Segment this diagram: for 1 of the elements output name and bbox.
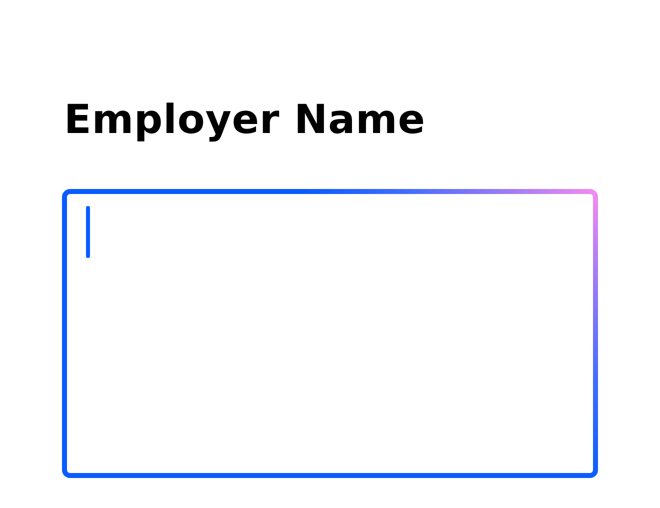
field-label: Employer Name bbox=[64, 96, 426, 145]
